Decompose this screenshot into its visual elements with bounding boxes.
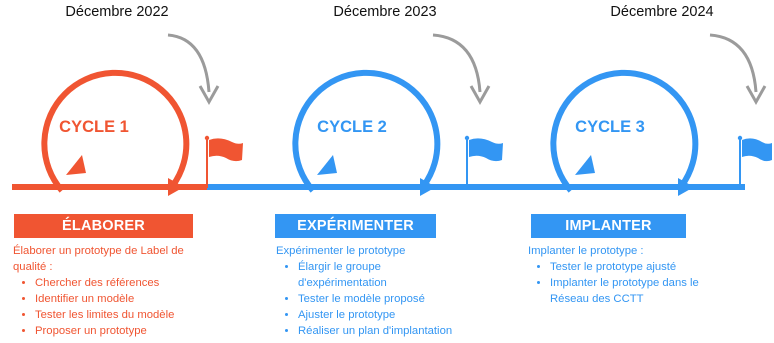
cycle-2-label: CYCLE 2: [317, 118, 387, 136]
list-item: Ajuster le prototype: [298, 307, 448, 323]
arrow-1-icon: [167, 33, 220, 106]
cycle-3-banner: IMPLANTER: [531, 214, 686, 238]
list-item: Élargir le groupe d'expérimentation: [298, 259, 448, 291]
arrow-2-icon: [432, 33, 491, 106]
list-item: Chercher des références: [35, 275, 218, 291]
cycle-2-list: Élargir le groupe d'expérimentation Test…: [276, 259, 452, 339]
cycle-3-loop: [550, 69, 699, 196]
cycle-3-intro: Implanter le prototype :: [528, 245, 644, 257]
list-item: Identifier un modèle: [35, 291, 218, 307]
list-item: Implanter le prototype dans le Réseau de…: [550, 275, 720, 307]
cycle-2-intro: Expérimenter le prototype: [276, 245, 406, 257]
cycle-1-date: Décembre 2022: [65, 4, 169, 20]
cycle-1-list: Chercher des références Identifier un mo…: [13, 275, 218, 339]
arrow-3-icon: [709, 33, 767, 106]
flag-1-icon: [204, 135, 243, 188]
cycle-1-label: CYCLE 1: [59, 118, 129, 136]
cycle-2-loop: [292, 69, 441, 196]
cycle-1-loop: [41, 69, 190, 196]
cycle-3-label: CYCLE 3: [575, 118, 645, 136]
flag-2-icon: [464, 135, 503, 188]
cycle-2-description: Expérimenter le prototype Élargir le gro…: [276, 243, 486, 339]
flag-3-icon: [737, 135, 772, 188]
cycle-1-description: Élaborer un prototype de Label de qualit…: [13, 243, 218, 339]
cycle-3-list: Tester le prototype ajusté Implanter le …: [528, 259, 720, 307]
list-item: Tester les limites du modèle: [35, 307, 218, 323]
cycle-2-date: Décembre 2023: [333, 4, 437, 20]
list-item: Tester le prototype ajusté: [550, 259, 720, 275]
list-item: Proposer un prototype: [35, 323, 218, 339]
list-item: Réaliser un plan d'implantation: [298, 323, 452, 339]
cycle-3-date: Décembre 2024: [610, 4, 714, 20]
cycle-1-banner: ÉLABORER: [14, 214, 193, 238]
cycle-2-banner: EXPÉRIMENTER: [275, 214, 436, 238]
cycle-3-description: Implanter le prototype : Tester le proto…: [528, 243, 728, 307]
cycle-1-intro: Élaborer un prototype de Label de qualit…: [13, 245, 184, 273]
list-item: Tester le modèle proposé: [298, 291, 448, 307]
